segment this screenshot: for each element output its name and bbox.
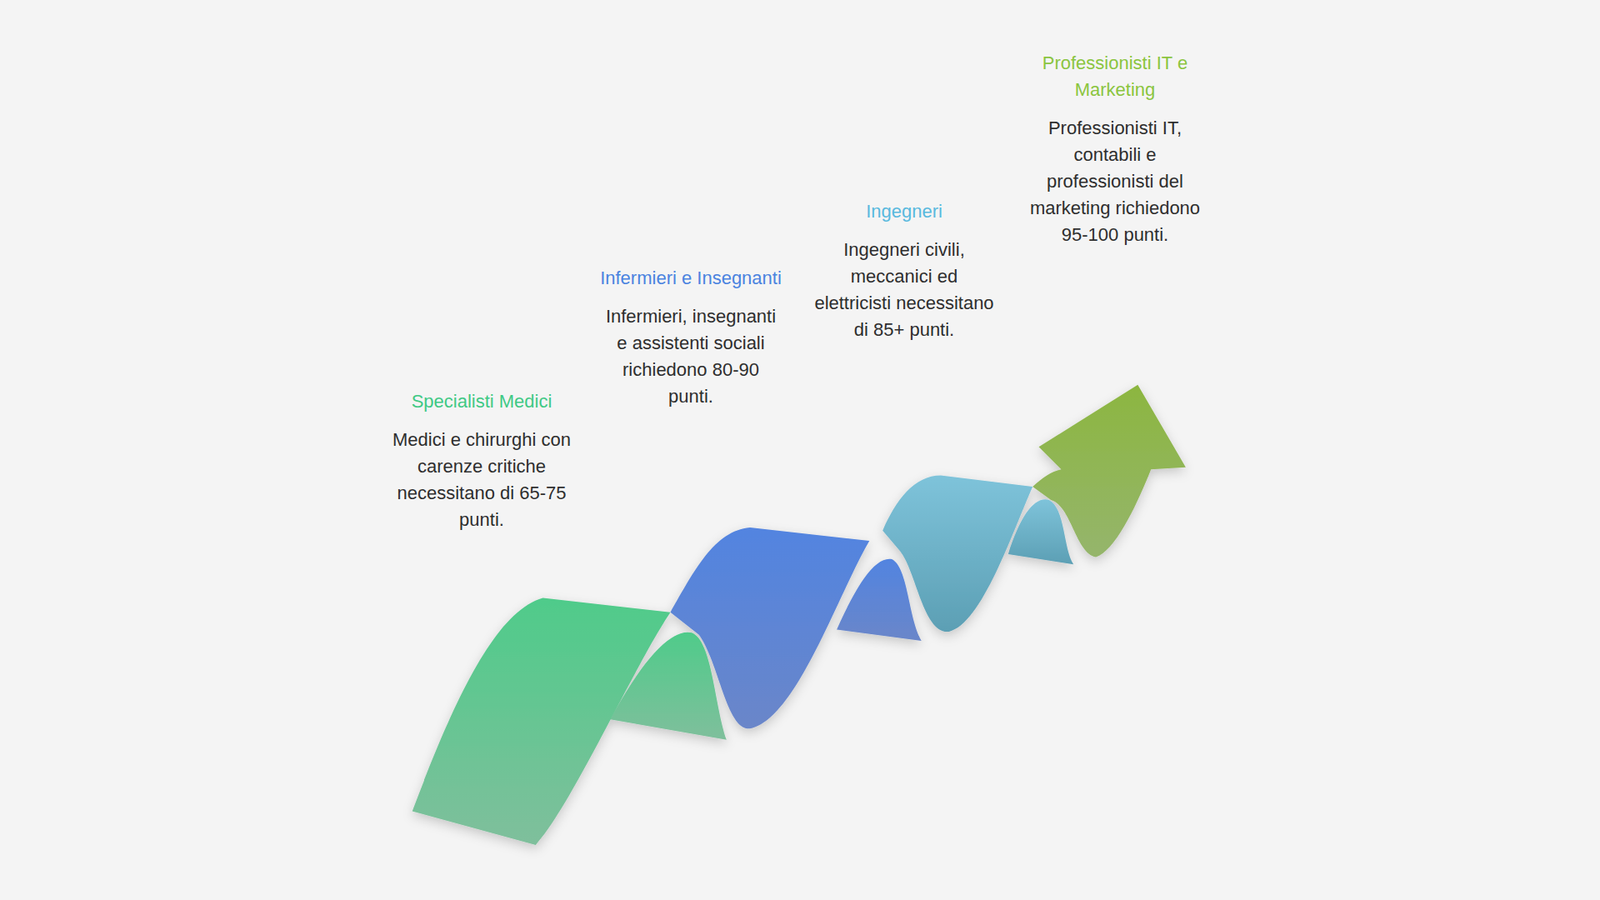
step-heading: Ingegneri [812,198,996,225]
step-group: Infermieri e InsegnantiInfermieri, inseg… [594,261,788,414]
step-group: Professionisti IT e MarketingProfessioni… [1018,46,1212,252]
step-heading: Professionisti IT e Marketing [1023,50,1207,104]
step-group: Specialisti MediciMedici e chirurghi con… [385,385,579,537]
ribbon-band [882,475,1033,632]
step-heading: Specialisti Medici [390,388,574,415]
step-description: Ingegneri civili, meccanici ed elettrici… [812,236,996,344]
ribbon-band [412,598,671,845]
ribbon-shapes [412,385,1186,845]
ribbon-band [670,527,870,729]
step-heading: Infermieri e Insegnanti [599,265,783,292]
ribbon-arrowhead [1032,385,1186,558]
step-description: Professionisti IT, contabili e professio… [1023,115,1207,249]
step-description: Medici e chirurghi con carenze critiche … [390,426,574,534]
step-description: Infermieri, insegnanti e assistenti soci… [599,303,783,410]
step-group: IngegneriIngegneri civili, meccanici ed … [807,195,1001,347]
